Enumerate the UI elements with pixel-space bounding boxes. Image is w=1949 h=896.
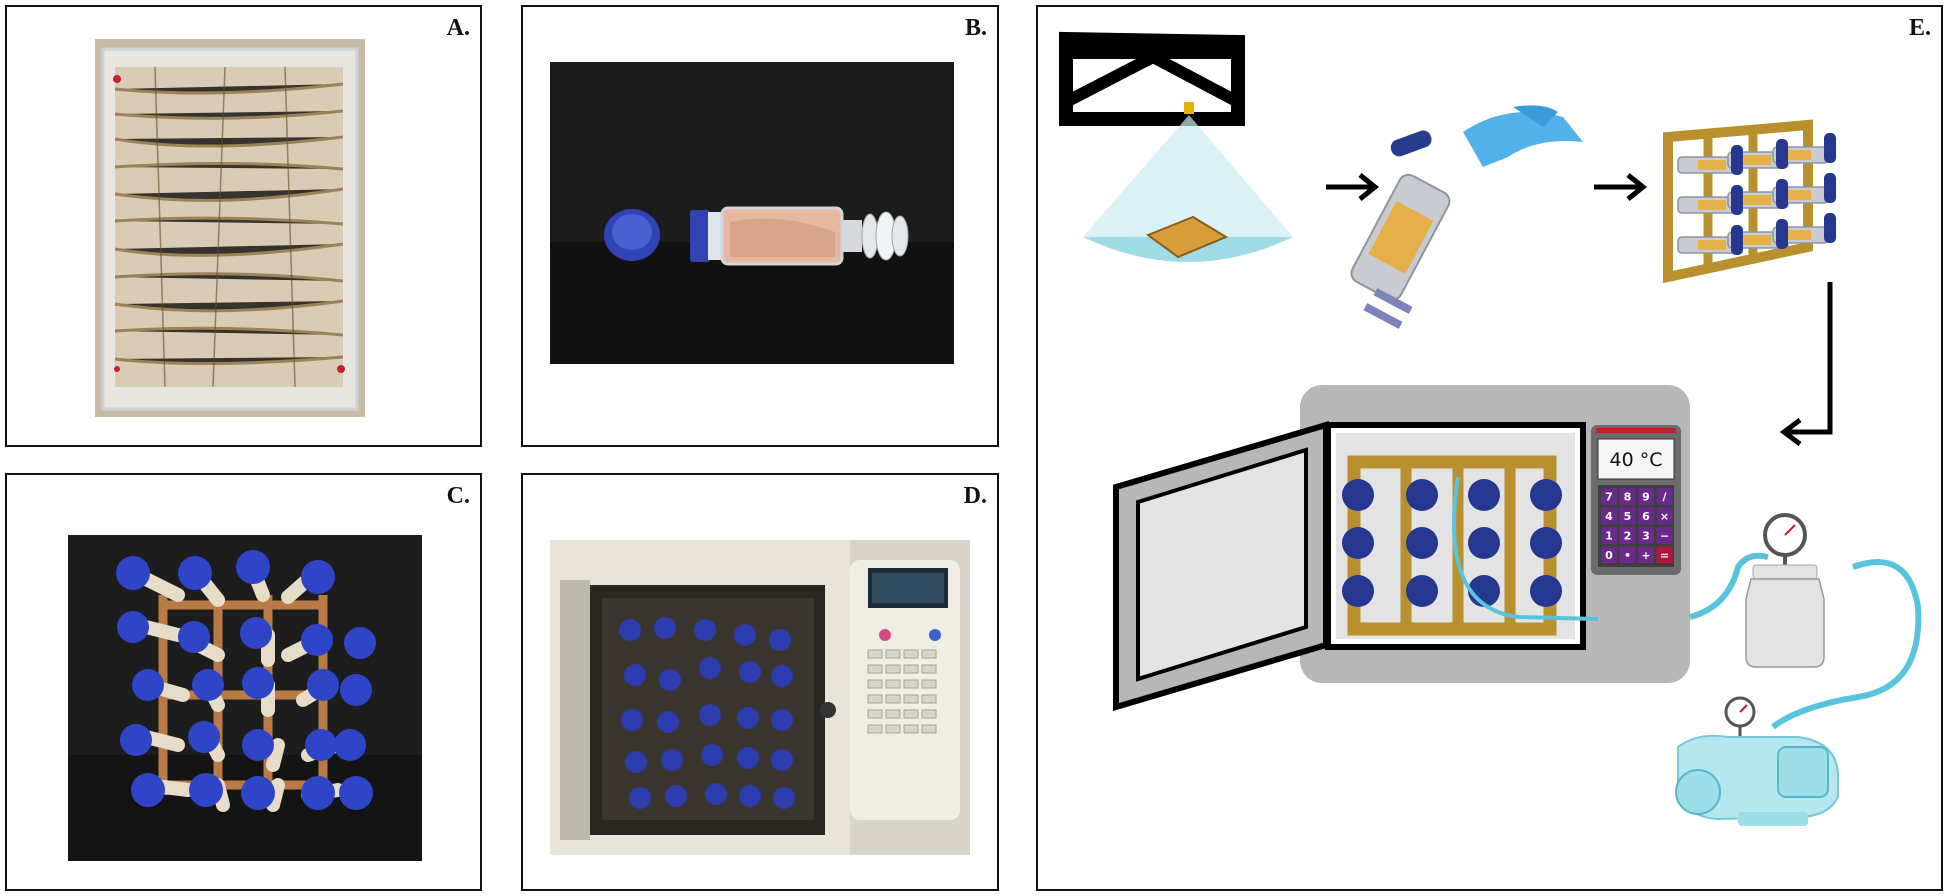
rack-photo (68, 535, 422, 861)
keypad-key-label: 6 (1642, 510, 1650, 523)
mask-photo (95, 39, 365, 417)
keypad-key (1638, 527, 1654, 544)
keypad-key-label: 2 (1624, 530, 1632, 543)
keypad-key (1638, 488, 1654, 505)
keypad-key-label: 0 (1605, 549, 1613, 562)
loaded-rack (1663, 119, 1836, 284)
keypad-key-label: 7 (1605, 491, 1613, 504)
keypad-key-label: 9 (1642, 491, 1650, 504)
keypad-key (1619, 488, 1636, 505)
keypad-key-label: 8 (1624, 491, 1632, 504)
keypad-key (1656, 488, 1673, 505)
panel-label-e: E. (1908, 15, 1931, 41)
keypad-key-label: 3 (1642, 530, 1650, 543)
panel-label-a: A. (446, 15, 470, 41)
oven-photo (550, 540, 970, 855)
keypad-key-label: 4 (1605, 510, 1613, 523)
keypad-key-label: = (1660, 549, 1669, 562)
panel-b: B. (521, 5, 999, 447)
panel-d: D. (521, 473, 999, 891)
temperature-display: 40 °C (1610, 449, 1663, 471)
keypad-key-label: − (1660, 530, 1669, 543)
keypad-key (1601, 527, 1617, 544)
loading-syringe (1350, 105, 1583, 329)
tube-filter-photo (550, 62, 954, 364)
uv-lamp-stand (1059, 31, 1293, 262)
arrow-2 (1594, 173, 1648, 201)
panel-a: A. (5, 5, 482, 447)
panel-e: E. (1036, 5, 1943, 891)
keypad-key (1656, 507, 1673, 525)
keypad-key-label: • (1624, 549, 1631, 562)
panel-label-d: D. (963, 483, 987, 509)
keypad-key (1619, 546, 1636, 564)
keypad-key (1601, 507, 1617, 525)
panel-label-c: C. (446, 483, 470, 509)
keypad-key-label: 1 (1605, 530, 1613, 543)
keypad-key (1601, 488, 1617, 505)
keypad-key (1619, 507, 1636, 525)
keypad-key-label: × (1660, 510, 1669, 523)
keypad-key (1619, 527, 1636, 544)
vacuum-pump (1675, 696, 1839, 826)
vacuum-oven (1113, 385, 1690, 712)
collection-jar (1745, 513, 1825, 668)
keypad-key-label: + (1641, 549, 1650, 562)
arrow-1 (1326, 173, 1380, 201)
panel-label-b: B. (964, 15, 987, 41)
panel-c: C. (5, 473, 482, 891)
keypad-key (1656, 546, 1673, 564)
keypad-key-label: / (1662, 491, 1667, 504)
keypad-key (1601, 546, 1617, 564)
keypad-key (1656, 527, 1673, 544)
keypad-key (1638, 546, 1654, 564)
keypad-key-label: 5 (1624, 510, 1632, 523)
keypad-key (1638, 507, 1654, 525)
arrow-3 (1779, 282, 1833, 446)
